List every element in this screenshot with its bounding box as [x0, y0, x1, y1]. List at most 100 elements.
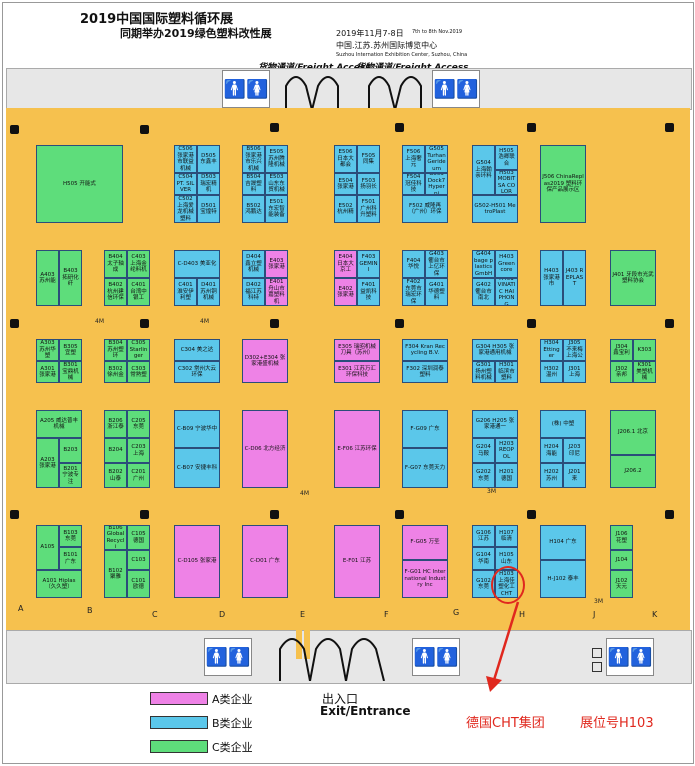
booth-c105[interactable]: C105 德国 — [127, 525, 150, 550]
booth-a203[interactable]: A203 张家港 — [36, 438, 59, 488]
booth-g206[interactable]: G206 H205 张家港通一 — [472, 410, 518, 438]
booth-h403b[interactable]: H403 张家港市 — [540, 250, 563, 306]
booth-h301[interactable]: H301 临滨市塑料 — [495, 361, 518, 383]
booth-g504[interactable]: G504 上海翰亲环料 — [472, 145, 495, 195]
booth-j102[interactable]: J102 天元 — [610, 570, 633, 598]
booth-j104[interactable]: J104 — [610, 550, 633, 570]
booth-h204[interactable]: (株) 中塑 — [540, 410, 586, 438]
booth-g301[interactable]: G301 扬州塑料机械 — [472, 361, 495, 383]
booth-b204[interactable]: B204 — [104, 438, 127, 463]
booth-e504[interactable]: E504 张家港 — [334, 173, 357, 195]
booth-h107[interactable]: H107 临清 — [495, 525, 518, 547]
booth-f501[interactable]: F501 广州科升塑料 — [357, 195, 380, 223]
booth-c-b09[interactable]: C-B09 宁波华中 — [174, 410, 220, 448]
booth-h-j102[interactable]: H-J102 泰丰 — [540, 560, 586, 598]
booth-b304[interactable]: B304 苏州塑环 — [104, 339, 127, 361]
booth-j203[interactable]: J203 印尼 — [563, 438, 586, 463]
booth-j106[interactable]: J106 花塑 — [610, 525, 633, 550]
booth-d402[interactable]: D402 福江苏科特 — [242, 278, 265, 306]
booth-e305[interactable]: E305 瑞昭机械刀具（苏州） — [334, 339, 380, 361]
booth-j301[interactable]: J301 上海 — [563, 361, 586, 383]
booth-h201[interactable]: H201 德国 — [495, 463, 518, 488]
booth-c304[interactable]: C304 美之达 — [174, 339, 220, 361]
booth-c305[interactable]: C305 Starlinger — [127, 339, 150, 361]
booth-c-d403[interactable]: C-D403 美亚化 — [174, 250, 220, 278]
booth-f-g07[interactable]: F-G07 东莞天力 — [402, 448, 448, 488]
booth-e506[interactable]: E506 日本大都会 — [334, 145, 357, 173]
booth-f401[interactable]: F401 益凯科技 — [357, 278, 380, 306]
booth-e-f01[interactable]: E-F01 江苏 — [334, 525, 380, 598]
booth-k301[interactable]: K301 美塑机械 — [633, 361, 656, 383]
booth-c201[interactable]: C201 广州 — [127, 463, 150, 488]
booth-b305[interactable]: B305 宜塑 — [59, 339, 82, 361]
booth-e402[interactable]: E402 张家港 — [334, 278, 357, 306]
booth-c502[interactable]: C502 上海爱龙机械塑料 — [174, 195, 197, 223]
booth-e505[interactable]: E505 苏州腾隆机械 — [265, 145, 288, 173]
booth-c-b07[interactable]: C-B07 安捷丰科 — [174, 448, 220, 488]
booth-c-d06[interactable]: C-D06 北方经济 — [242, 410, 288, 488]
booth-a403[interactable]: A403 苏州能 — [36, 250, 59, 306]
booth-b201[interactable]: B201 宁波专注 — [59, 463, 82, 488]
booth-h503[interactable]: H503 MOBITSA COLOR — [495, 170, 518, 195]
booth-g202[interactable]: G202 东莞 — [472, 463, 495, 488]
booth-a303[interactable]: A303 苏州华塑 — [36, 339, 59, 361]
booth-f503[interactable]: F503 扬羽长 — [357, 173, 380, 195]
booth-b101[interactable]: B101 广东 — [59, 547, 82, 570]
booth-j304[interactable]: J304 鑫宝利 — [610, 339, 633, 361]
booth-h203[interactable]: H203 REOPOL — [495, 438, 518, 463]
booth-j506[interactable]: J506 ChinaReplas2019 塑料环保产品展示区 — [540, 145, 586, 223]
booth-b301[interactable]: B301 宝鼎机械 — [59, 361, 82, 383]
booth-b102[interactable]: B102 聚雅 — [104, 550, 127, 598]
booth-a205[interactable]: A205 威达普丰机械 — [36, 410, 82, 438]
booth-h105[interactable]: H105 山东 — [495, 547, 518, 570]
booth-h202[interactable]: H202 苏州 — [540, 463, 563, 488]
booth-c303[interactable]: C303 常熟塑 — [127, 361, 150, 383]
booth-f304[interactable]: F304 Kran Recycling B.V. — [402, 339, 448, 361]
booth-f506[interactable]: F506 上海奢元 — [402, 145, 425, 173]
booth-c302[interactable]: C302 常州大云环保 — [174, 361, 220, 383]
booth-f-g01[interactable]: F-G01 HC International Industry Inc — [402, 560, 448, 598]
booth-c403[interactable]: C403 上海金纶料机 — [127, 250, 150, 278]
booth-h505b[interactable]: H505 浩卿联合 — [495, 145, 518, 170]
booth-a105[interactable]: A105 — [36, 525, 59, 570]
booth-b504[interactable]: B504 吉晟塑料 — [242, 173, 265, 195]
booth-a101[interactable]: A101 Hiplas（久久塑） — [36, 570, 82, 598]
booth-c401[interactable]: C401 台湾中银工 — [127, 278, 150, 306]
booth-e403[interactable]: E403 张家港 — [265, 250, 288, 278]
booth-b506[interactable]: B506 张家港市乐兴机械 — [242, 145, 265, 173]
booth-b402[interactable]: B402 杭州建信环保 — [104, 278, 127, 306]
booth-h403[interactable]: H403 Greencore — [495, 250, 518, 278]
booth-g503[interactable]: G503 Dock7 Hyperpi — [425, 173, 448, 195]
booth-f402[interactable]: F402 东莞市瑞宏环保 — [402, 278, 425, 306]
booth-f505[interactable]: F505 同集 — [357, 145, 380, 173]
booth-b206[interactable]: B206 浙江泰 — [104, 410, 127, 438]
booth-c103[interactable]: C103 — [127, 550, 150, 570]
booth-j305[interactable]: J305 不来梅上海公 — [563, 339, 586, 361]
booth-f504[interactable]: F504 冠佳科技 — [402, 173, 425, 195]
booth-e-f06[interactable]: E-F06 江苏环保 — [334, 410, 380, 488]
booth-d401[interactable]: D401 苏州铜机械 — [197, 278, 220, 306]
booth-b403[interactable]: B403 拓研化纤 — [59, 250, 82, 306]
booth-c101[interactable]: C101 欧德 — [127, 570, 150, 598]
booth-g204[interactable]: G204 马鞍 — [472, 438, 495, 463]
booth-g402[interactable]: G402 衢台市南北 — [472, 278, 495, 306]
booth-c504[interactable]: C504 PT. SILVER — [174, 173, 197, 195]
booth-a301[interactable]: A301 张家港 — [36, 361, 59, 383]
booth-f403[interactable]: F403 GEMINI — [357, 250, 380, 278]
booth-f404[interactable]: F404 华悦 — [402, 250, 425, 278]
booth-g502[interactable]: G502-H501 MetroPlast — [472, 195, 518, 223]
booth-j302[interactable]: J302 亲邦 — [610, 361, 633, 383]
booth-d302[interactable]: D302+E304 张家港盛机械 — [242, 339, 288, 383]
booth-e501[interactable]: E501 东宏智能装备 — [265, 195, 288, 223]
booth-g104[interactable]: G104 华南 — [472, 547, 495, 570]
booth-e401[interactable]: E401 舟山市嘉塑料机 — [265, 278, 288, 306]
booth-g403[interactable]: G403 衢台市上亿环保 — [425, 250, 448, 278]
booth-e301[interactable]: E301 江苏万汇环保科技 — [334, 361, 380, 383]
booth-g106[interactable]: G106 江苏 — [472, 525, 495, 547]
booth-h204b[interactable]: H204 海能 — [540, 438, 563, 463]
booth-d404[interactable]: D404 鑫立塑机械 — [242, 250, 265, 278]
booth-d503[interactable]: D503 瑞宏精机 — [197, 173, 220, 195]
booth-b502[interactable]: B502 鸿鹏达 — [242, 195, 265, 223]
booth-h401[interactable]: H401 VINATIC HAI PHONG — [495, 278, 518, 306]
booth-c-d105[interactable]: C-D105 张家港 — [174, 525, 220, 598]
